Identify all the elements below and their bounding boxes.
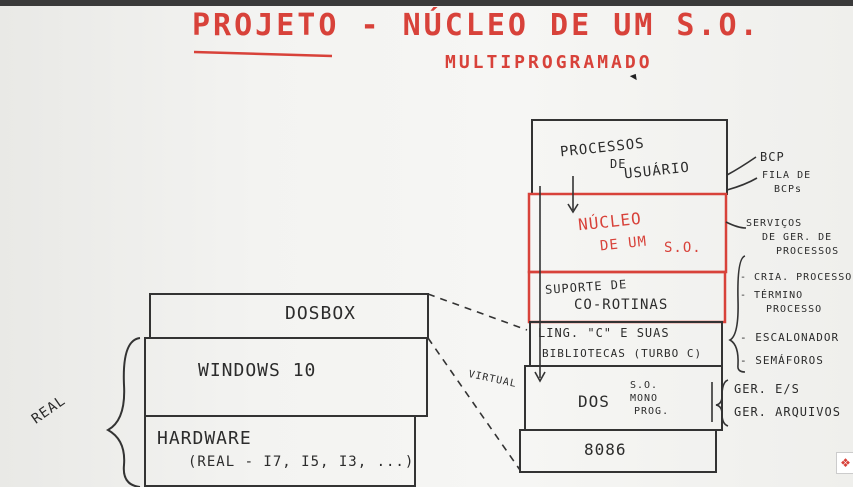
nucleo-box [527, 192, 728, 274]
cpu-box [519, 429, 717, 473]
nucleo-line3: S.O. [664, 240, 702, 256]
dos-note2: MONO [630, 393, 659, 404]
dosbox-label: DOSBOX [285, 303, 357, 324]
hardware-box [144, 415, 416, 487]
annotation-servicos-3: PROCESSOS [776, 246, 840, 257]
dos-note3: PROG. [634, 406, 670, 417]
title-underline [193, 50, 333, 58]
windows-label: WINDOWS 10 [198, 360, 317, 381]
annotation-escalonador: - ESCALONADOR [740, 331, 840, 344]
annotation-fila-2: BCPs [774, 184, 803, 195]
subtitle: MULTIPROGRAMADO [445, 52, 653, 73]
hardware-detail: (REAL - I7, I5, I3, ...) [188, 454, 415, 470]
title-rest: - NÚCLEO DE UM S.O. [360, 8, 761, 43]
connector-top [427, 293, 528, 331]
cpu-label: 8086 [584, 440, 627, 459]
services-brace [728, 255, 746, 373]
dos-note1: S.O. [630, 380, 659, 391]
annotation-termino-2: PROCESSO [766, 304, 823, 315]
dos-brace [715, 379, 729, 427]
annotation-ger-arquivos: GER. ARQUIVOS [734, 405, 841, 419]
top-bar [0, 0, 853, 6]
dos-box [524, 365, 723, 431]
annotation-servicos-2: DE GER. DE [762, 232, 833, 243]
logo-icon: ❖ [836, 452, 853, 474]
annotation-semaforos: - SEMÁFOROS [740, 354, 824, 367]
annotation-ger-es: GER. E/S [734, 382, 800, 396]
ling-line1: LING. "C" E SUAS [538, 326, 670, 340]
annotation-bcp: BCP [760, 150, 785, 164]
hardware-label: HARDWARE [157, 428, 252, 449]
title-projeto: PROJETO - NÚCLEO DE UM S.O. [192, 8, 761, 43]
processos-line2: DE [610, 157, 627, 171]
annotation-termino-1: - TÉRMINO [740, 290, 804, 301]
bcp-connector [726, 156, 757, 176]
suporte-line2: CO-ROTINAS [574, 297, 669, 313]
annotation-cria-processo: - CRIA. PROCESSO [740, 272, 853, 283]
title-word: PROJETO [192, 8, 340, 43]
ling-line2: BIBLIOTECAS (TURBO C) [542, 347, 703, 360]
annotation-servicos-1: SERVIÇOS [746, 218, 803, 229]
dos-label: DOS [578, 392, 610, 411]
connector-bottom [427, 337, 521, 471]
real-brace [105, 337, 141, 487]
annotation-fila-1: FILA DE [762, 170, 812, 181]
